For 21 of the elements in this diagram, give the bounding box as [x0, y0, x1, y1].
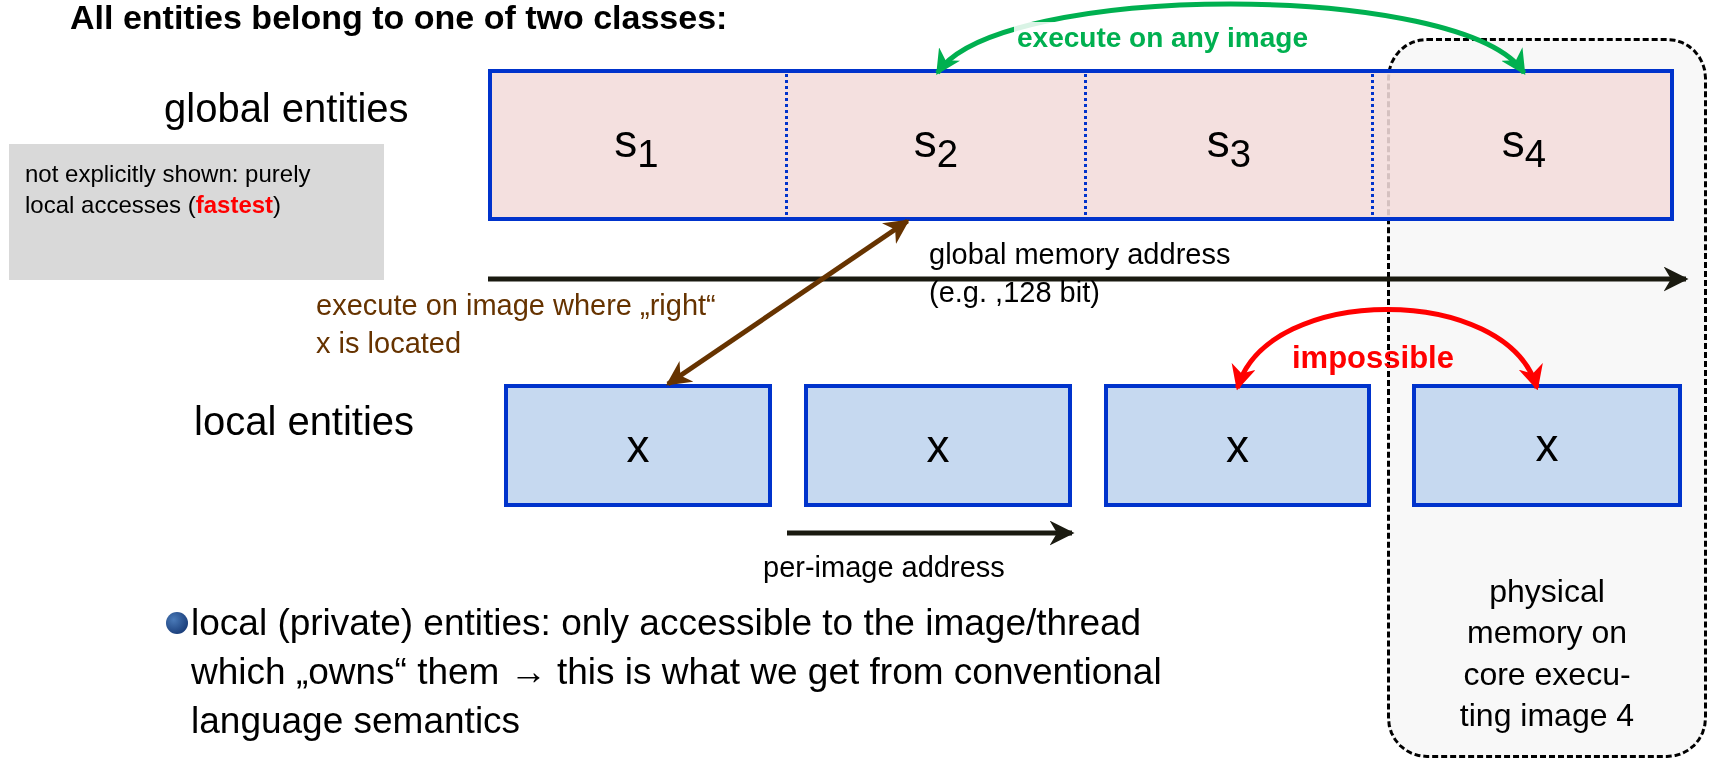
- axis-label: per-image address: [763, 551, 1005, 584]
- region-caption: physical memory on core execu- ting image 4: [1458, 571, 1636, 736]
- memory-cell: s$_{2}$: [788, 69, 1087, 221]
- memory-cell: s$_{1}$: [488, 69, 788, 221]
- row-label: global entities: [164, 86, 409, 131]
- note-box: not explicitly shown: purely local accesses (fastest): [9, 144, 384, 280]
- local-memory-box: x: [1104, 384, 1371, 507]
- local-memory-box: x: [504, 384, 772, 507]
- memory-cell: s$_{3}$: [1087, 69, 1374, 221]
- edge-label: execute on any image: [1014, 22, 1311, 54]
- local-memory-box: x: [1412, 383, 1682, 507]
- axis-label: global memory address (e.g. ,128 bit): [929, 237, 1232, 310]
- double-arrow: [935, 1, 1526, 75]
- double-arrow: [665, 218, 910, 387]
- local-memory-box: x: [804, 384, 1072, 507]
- slide-title: All entities belong to one of two classes:: [70, 0, 728, 37]
- row-label: local entities: [194, 399, 415, 444]
- memory-cell: s$_{4}$: [1374, 69, 1674, 221]
- bullet-text: local (private) entities: only accessible to the image/thread which „owns“ them → this is what we get from conventional language semantics: [191, 601, 1163, 744]
- edge-label: impossible: [1292, 340, 1454, 376]
- edge-label: execute on image where „right“ x is located: [316, 288, 717, 361]
